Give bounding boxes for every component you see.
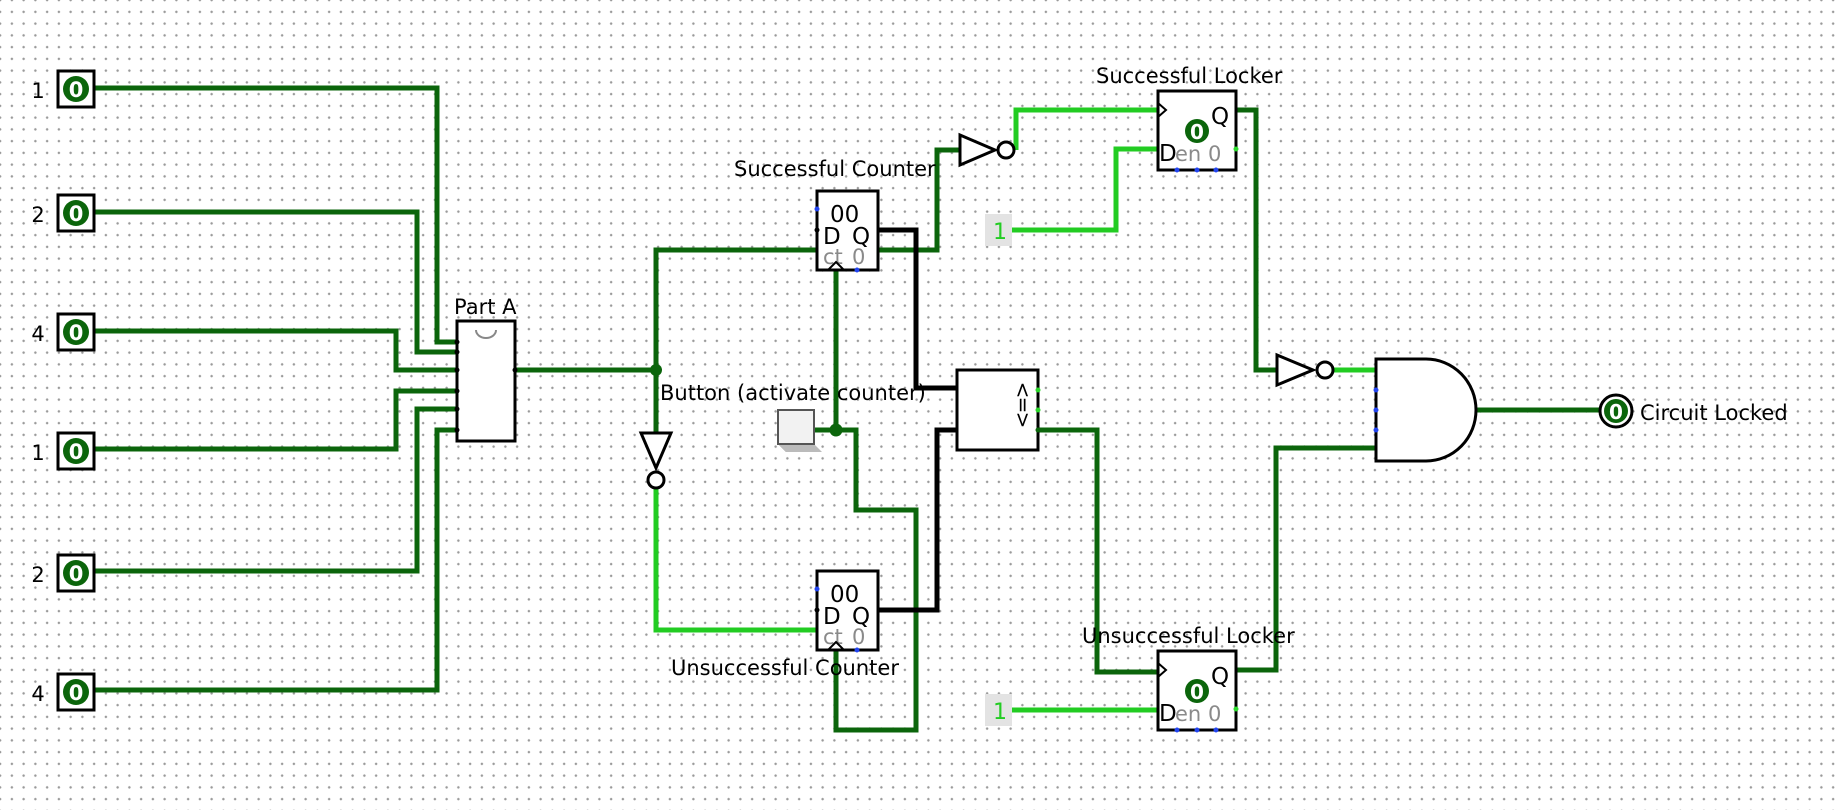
counter-pin-zero: 0 [852, 245, 865, 269]
counter-pin-zero: 0 [852, 625, 865, 649]
input-pin-value: 0 [69, 681, 84, 705]
not-gate-icon[interactable] [638, 431, 674, 490]
successful-locker[interactable]: Successful Locker 0 Q D en 0 [1096, 64, 1283, 173]
input-pin-label: 1 [31, 441, 44, 465]
counter-value: 00 [830, 582, 859, 608]
wire-input-3 [95, 328, 457, 373]
not-gate-icon[interactable] [958, 132, 1016, 168]
wire-succ-locker-q [1236, 107, 1277, 373]
wire-input-4 [95, 388, 457, 452]
button-label: Button (activate counter) [660, 381, 926, 405]
constant-value: 1 [993, 220, 1007, 245]
notch-icon [475, 329, 497, 339]
input-pin-label: 4 [31, 682, 44, 706]
input-pin-3[interactable]: 4 0 [31, 312, 96, 352]
wire-const-to-locker-d [1010, 146, 1158, 233]
input-pin-label: 4 [31, 322, 44, 346]
locker-pin-zero: 0 [1208, 142, 1221, 166]
successful-locker-label: Successful Locker [1096, 64, 1283, 88]
locker-pin-d: D [1159, 141, 1177, 167]
constant-value: 1 [993, 700, 1007, 725]
comparator-gt: > [1010, 382, 1034, 399]
locker-pin-q: Q [1211, 104, 1229, 130]
counter-pin-d: D [823, 604, 841, 630]
input-pin-label: 2 [31, 563, 44, 587]
counter-pin-q: Q [852, 604, 870, 630]
bus-unsucc-to-comparator [878, 427, 957, 613]
input-pin-5[interactable]: 2 0 [31, 553, 96, 593]
input-pin-label: 2 [31, 203, 44, 227]
input-pin-value: 0 [69, 440, 84, 464]
input-pin-value: 0 [69, 562, 84, 586]
part-a-label: Part A [454, 295, 517, 319]
locker-pin-en: en [1175, 702, 1201, 726]
wire-input-6 [95, 427, 457, 693]
wire-input-2 [95, 209, 457, 355]
output-pin-label: Circuit Locked [1640, 401, 1788, 425]
locker-state: 0 [1190, 120, 1204, 144]
button[interactable]: Button (activate counter) [660, 381, 926, 452]
counter-value: 00 [830, 202, 859, 228]
unsuccessful-locker-label: Unsuccessful Locker [1082, 624, 1295, 648]
wire-not-to-locker-clk [1013, 107, 1158, 150]
constant-bottom[interactable]: 1 [985, 694, 1012, 726]
junction-dot [829, 423, 843, 437]
locker-pin-d: D [1159, 701, 1177, 727]
comparator-eq: = [1010, 397, 1034, 414]
comparator-lt: < [1010, 412, 1034, 429]
wires [95, 85, 1600, 733]
unsuccessful-counter[interactable]: Unsuccessful Counter 00 D Q ct 0 [671, 569, 899, 680]
clock-triangle-icon [827, 260, 845, 271]
successful-counter-label: Successful Counter [734, 157, 936, 181]
constant-top[interactable]: 1 [985, 214, 1012, 246]
wire-clock-unsucc [833, 427, 919, 733]
counter-pin-d: D [823, 224, 841, 250]
not-gate-icon[interactable] [1275, 352, 1335, 388]
locker-pin-q: Q [1211, 664, 1229, 690]
input-pin-value: 0 [69, 202, 84, 226]
locker-pin-en: en [1175, 142, 1201, 166]
input-pin-label: 1 [31, 79, 44, 103]
wire-input-1 [95, 85, 457, 345]
locker-state: 0 [1190, 680, 1204, 704]
wire-to-succ-counter-d [653, 247, 817, 370]
input-pin-4[interactable]: 1 0 [31, 431, 96, 471]
counter-pin-q: Q [852, 224, 870, 250]
input-pin-value: 0 [69, 78, 84, 102]
locker-pin-zero: 0 [1208, 702, 1221, 726]
wire-input-5 [95, 406, 457, 574]
wire-not-to-unsucc-d [653, 488, 817, 633]
unsuccessful-counter-label: Unsuccessful Counter [671, 656, 899, 680]
input-pins: 1 0 2 0 4 0 1 0 2 0 [31, 69, 96, 712]
bus-succ-to-comparator [878, 227, 957, 391]
output-pin-value: 0 [1609, 400, 1623, 424]
part-a-subcircuit[interactable]: Part A [454, 295, 518, 443]
wire-unsucc-locker-q [1236, 445, 1376, 673]
and-gate-icon[interactable] [1373, 357, 1478, 463]
input-pin-1[interactable]: 1 0 [31, 69, 96, 109]
wire-comparator-out [1038, 427, 1158, 675]
clock-triangle-icon [827, 640, 845, 651]
successful-counter[interactable]: Successful Counter 00 D Q ct 0 [734, 157, 936, 273]
comparator[interactable]: < = > [955, 368, 1041, 452]
button-shadow [778, 444, 822, 452]
clock-triangle-icon [1157, 102, 1168, 118]
output-pin[interactable]: 0 Circuit Locked [1598, 393, 1788, 429]
button-face[interactable] [777, 409, 815, 445]
input-pin-2[interactable]: 2 0 [31, 193, 96, 233]
unsuccessful-locker[interactable]: Unsuccessful Locker 0 Q D en 0 [1082, 624, 1295, 733]
junction-dot [650, 364, 662, 376]
clock-triangle-icon [1157, 662, 1168, 678]
wire-succ-q-to-not [878, 147, 960, 253]
input-pin-value: 0 [69, 321, 84, 345]
input-pin-6[interactable]: 4 0 [31, 672, 96, 712]
